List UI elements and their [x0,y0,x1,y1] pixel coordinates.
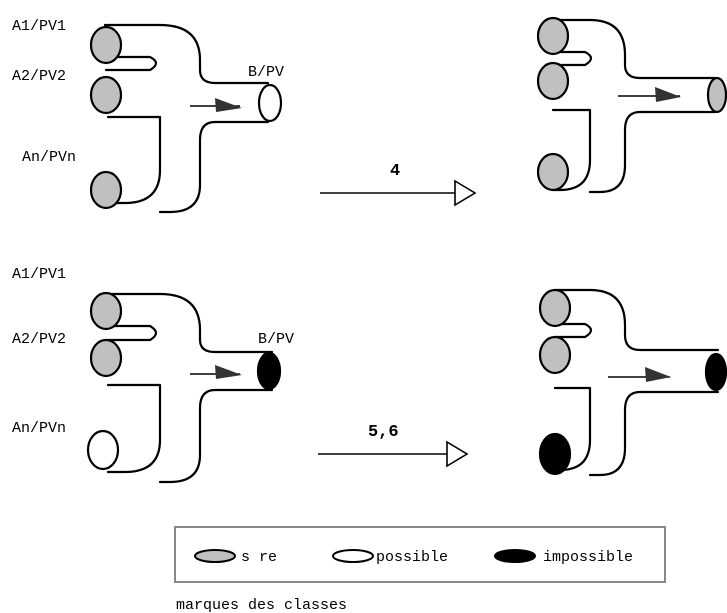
legend-impossible-label: impossible [543,549,633,566]
top-before-arrow-head [215,98,242,112]
bottom-before-input2-mark [89,338,123,378]
top-before-input-n-mark [89,170,123,210]
top-before-output-mark [257,83,283,123]
bottom-after-junction [538,288,727,477]
top-before-junction [89,23,283,214]
bottom-before-output-mark [256,351,282,391]
bottom-input1-label: A1/PV1 [12,266,66,283]
legend-sure-label: s re [241,549,277,566]
bottom-after-input2-mark [538,335,572,375]
legend-sure-icon [194,549,236,563]
top-output-label: B/PV [248,64,284,81]
bottom-input2-label: A2/PV2 [12,331,66,348]
top-input2-label: A2/PV2 [12,68,66,85]
bottom-before-arrow-head [215,365,242,379]
bottom-before-input-n-mark [86,429,120,471]
bottom-step-arrow-head [446,440,469,468]
legend-impossible-icon [494,549,536,563]
bottom-before-input1-mark [89,291,123,331]
legend-possible-label: possible [376,549,448,566]
bottom-output-label: B/PV [258,331,294,348]
top-before-input2-mark [89,75,123,115]
top-step-label: 4 [390,162,400,181]
top-input-n-label: An/PVn [22,149,76,166]
top-step-arrow [320,179,477,207]
bottom-after-input1-mark [538,288,572,328]
top-before-input1-mark [89,25,123,65]
bottom-step-arrow [318,440,469,468]
top-step-arrow-head [454,179,477,207]
top-after-input1-mark [536,16,570,56]
legend-caption: marques des classes [176,597,347,613]
legend-box [174,526,666,583]
top-after-output-mark [706,76,727,114]
bottom-after-output-mark [704,352,727,392]
bottom-after-input-n-mark [538,432,572,476]
legend-possible-icon [332,549,374,563]
bottom-before-junction [86,291,282,484]
bottom-step-label: 5,6 [368,423,399,442]
top-after-junction [536,16,727,194]
top-input1-label: A1/PV1 [12,18,66,35]
top-after-arrow-head [655,87,681,102]
top-after-input2-mark [536,61,570,101]
bottom-after-arrow-head [645,367,671,382]
bottom-input-n-label: An/PVn [12,420,66,437]
top-after-input-n-mark [536,152,570,192]
